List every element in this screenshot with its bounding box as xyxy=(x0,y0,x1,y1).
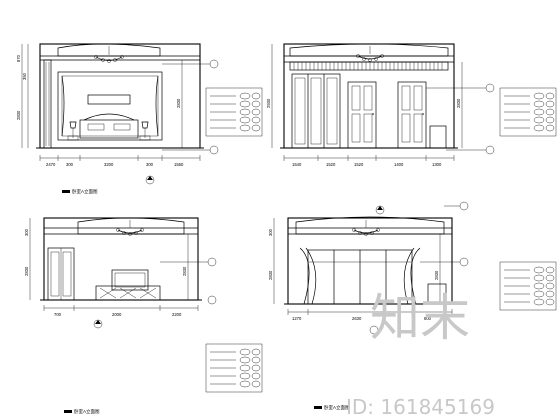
chandelier-icon xyxy=(116,220,144,236)
lamp-left-icon xyxy=(67,121,79,141)
curtain-left xyxy=(299,247,317,305)
dim-label: 870 xyxy=(16,54,21,62)
dim-label: 300 xyxy=(146,162,154,167)
ceiling-arch xyxy=(289,43,449,57)
dimension-ticks-bottom xyxy=(39,155,201,161)
drawing-title: 卧室A立面图 xyxy=(324,404,350,411)
dim-label: 1300 xyxy=(432,162,442,167)
dim-label: 300 xyxy=(24,228,29,236)
lamp-right-icon xyxy=(139,121,151,141)
material-legend-box xyxy=(205,87,263,137)
chandelier-icon xyxy=(352,220,380,236)
material-legend-box xyxy=(205,343,263,393)
dimension-ticks-bottom xyxy=(283,155,455,161)
dim-label: 2470 xyxy=(46,162,56,167)
ceiling-arch xyxy=(295,216,445,235)
dim-label: 350 xyxy=(22,72,27,80)
section-marker-icon xyxy=(209,59,219,69)
dim-label: 3200 xyxy=(104,162,114,167)
section-marker-icon xyxy=(207,295,217,305)
legend-rows xyxy=(210,348,261,388)
section-marker-icon xyxy=(459,201,469,211)
pilaster-left xyxy=(43,59,52,149)
dim-label: 1520 xyxy=(354,162,364,167)
elevation-panel-top-left: 2470 300 3200 300 1550 870 350 2830 2830… xyxy=(16,43,263,195)
dim-label: 2630 xyxy=(352,316,362,321)
dim-label: 2930 xyxy=(266,98,271,108)
dimension-ticks-bottom xyxy=(43,305,199,311)
panel-door-icon xyxy=(397,81,427,149)
legend-rows xyxy=(210,92,261,132)
dim-label: 800 xyxy=(424,316,432,321)
bed-icon xyxy=(79,113,139,139)
panel-door-icon xyxy=(347,81,377,149)
dim-label: 2830 xyxy=(182,266,187,276)
dim-label: 2830 xyxy=(456,98,461,108)
side-cabinet xyxy=(429,125,447,149)
elevation-marker-icon xyxy=(369,325,379,335)
cabinet-door-icon xyxy=(47,247,75,301)
dim-label: 2830 xyxy=(268,270,273,280)
ceiling-arch xyxy=(77,217,185,235)
wall-outline xyxy=(43,217,199,301)
elevation-panel-top-right: 1540 1520 1520 1400 1300 2930 2830 xyxy=(266,43,557,167)
curtain-right xyxy=(403,247,421,305)
dim-label: 2000 xyxy=(112,312,122,317)
title-bar xyxy=(62,190,70,193)
title-bar xyxy=(64,410,72,413)
ceiling-arch xyxy=(57,43,161,57)
tv-cabinet xyxy=(95,285,161,301)
legend-rows xyxy=(504,92,555,132)
section-marker-icon xyxy=(209,145,219,155)
legend-rows xyxy=(504,266,555,306)
dim-label: 2830 xyxy=(24,266,29,276)
elevation-panel-bottom-right: 1270 2630 800 300 2830 2830 卧室A立面图 xyxy=(268,201,557,411)
wardrobe-doors xyxy=(291,73,341,149)
material-legend-box xyxy=(499,87,557,137)
headboard-wall-panel xyxy=(57,71,163,141)
drawing-title: 卧室A立面图 xyxy=(72,188,98,195)
watermark-brand: 知末 xyxy=(370,289,470,347)
dim-label: 1540 xyxy=(292,162,302,167)
section-marker-icon xyxy=(485,145,495,155)
dim-label: 300 xyxy=(66,162,74,167)
dim-label: 2200 xyxy=(172,312,182,317)
dim-label: 300 xyxy=(268,228,273,236)
dim-label: 1400 xyxy=(394,162,404,167)
section-marker-icon xyxy=(459,257,469,267)
painting-frame xyxy=(87,94,131,105)
dim-label: 1270 xyxy=(292,316,302,321)
wall-outline xyxy=(283,43,455,149)
dentil-frieze xyxy=(289,61,449,71)
dim-label: 1550 xyxy=(174,162,184,167)
material-legend-box xyxy=(499,261,557,311)
section-marker-icon xyxy=(207,257,217,267)
dim-label: 2830 xyxy=(176,98,181,108)
section-marker-icon xyxy=(485,83,495,93)
elevation-panel-bottom-left: 700 2000 2200 300 2830 2830 卧室A立面图 xyxy=(24,217,263,415)
dim-label: 2830 xyxy=(16,110,21,120)
ceiling-cornice xyxy=(288,227,452,235)
watermark: 知末 ID: 161845169 xyxy=(346,289,495,419)
dim-label: 2830 xyxy=(434,270,439,280)
dim-label: 700 xyxy=(54,312,62,317)
chandelier-icon xyxy=(356,46,384,62)
drawing-title: 卧室A立面图 xyxy=(74,408,100,415)
tv-icon xyxy=(111,269,149,291)
watermark-id: ID: 161845169 xyxy=(346,395,495,419)
dim-label: 1520 xyxy=(326,162,336,167)
title-bar xyxy=(314,406,322,409)
dimension-ticks-bottom xyxy=(287,309,453,315)
chandelier-icon xyxy=(94,46,124,63)
